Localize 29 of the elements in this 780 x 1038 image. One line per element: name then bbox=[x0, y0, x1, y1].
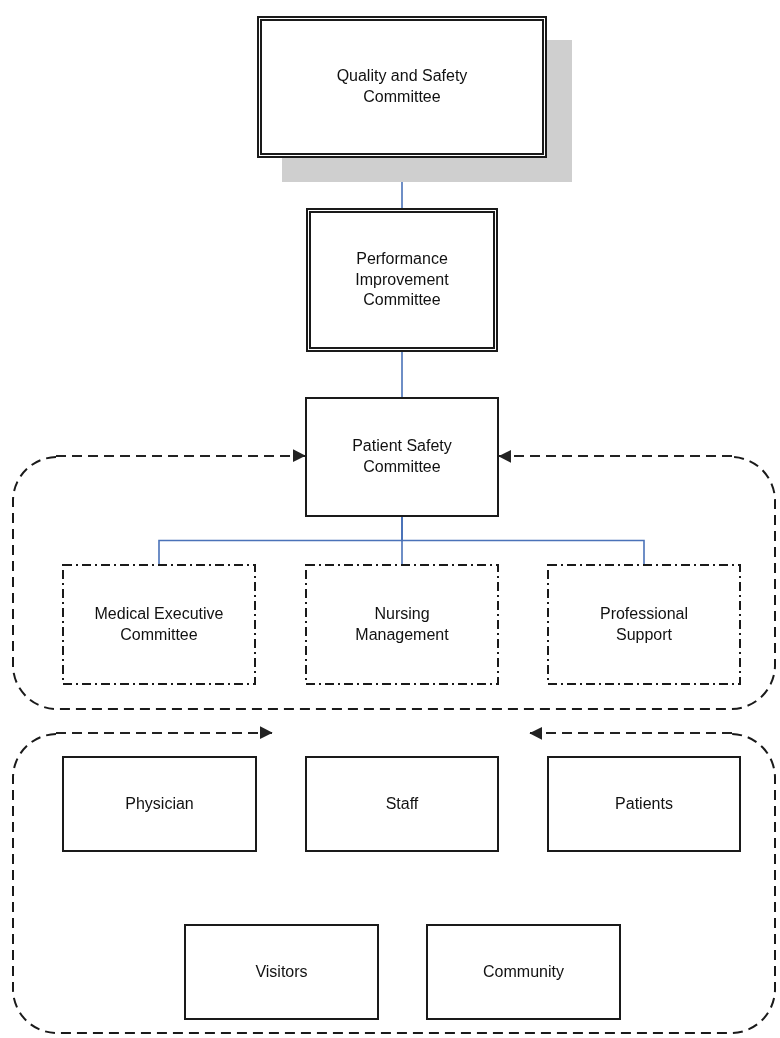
committee-box bbox=[184, 924, 379, 1020]
department-box bbox=[305, 564, 499, 685]
box-label: Medical Executive Committee bbox=[93, 603, 225, 645]
box-label: Staff bbox=[385, 793, 419, 814]
box-label: Visitors bbox=[255, 961, 308, 982]
box-label: Performance Improvement Committee bbox=[354, 248, 450, 311]
box-label: Nursing Management bbox=[354, 603, 450, 645]
box-label: Quality and Safety Committee bbox=[335, 66, 469, 107]
committee-box bbox=[426, 924, 621, 1020]
group-outline bbox=[12, 456, 776, 710]
committee-box bbox=[62, 756, 257, 852]
box-label: Professional Support bbox=[598, 603, 689, 645]
committee-box bbox=[305, 756, 499, 852]
arrow bbox=[55, 726, 273, 739]
box-label: Physician bbox=[125, 793, 194, 814]
department-box bbox=[62, 564, 256, 685]
arrow bbox=[498, 450, 733, 463]
committee-box bbox=[547, 756, 741, 852]
committee-box bbox=[306, 208, 498, 352]
committee-box bbox=[305, 397, 499, 517]
arrow bbox=[55, 449, 306, 462]
connector-line bbox=[401, 516, 645, 565]
department-box bbox=[547, 564, 741, 685]
box-label: Community bbox=[483, 961, 564, 982]
group-outline bbox=[12, 733, 776, 1034]
arrow bbox=[529, 727, 733, 740]
connector-line bbox=[401, 351, 403, 398]
box-label: Patient Safety Committee bbox=[351, 436, 453, 477]
box-label: Patients bbox=[615, 793, 673, 814]
